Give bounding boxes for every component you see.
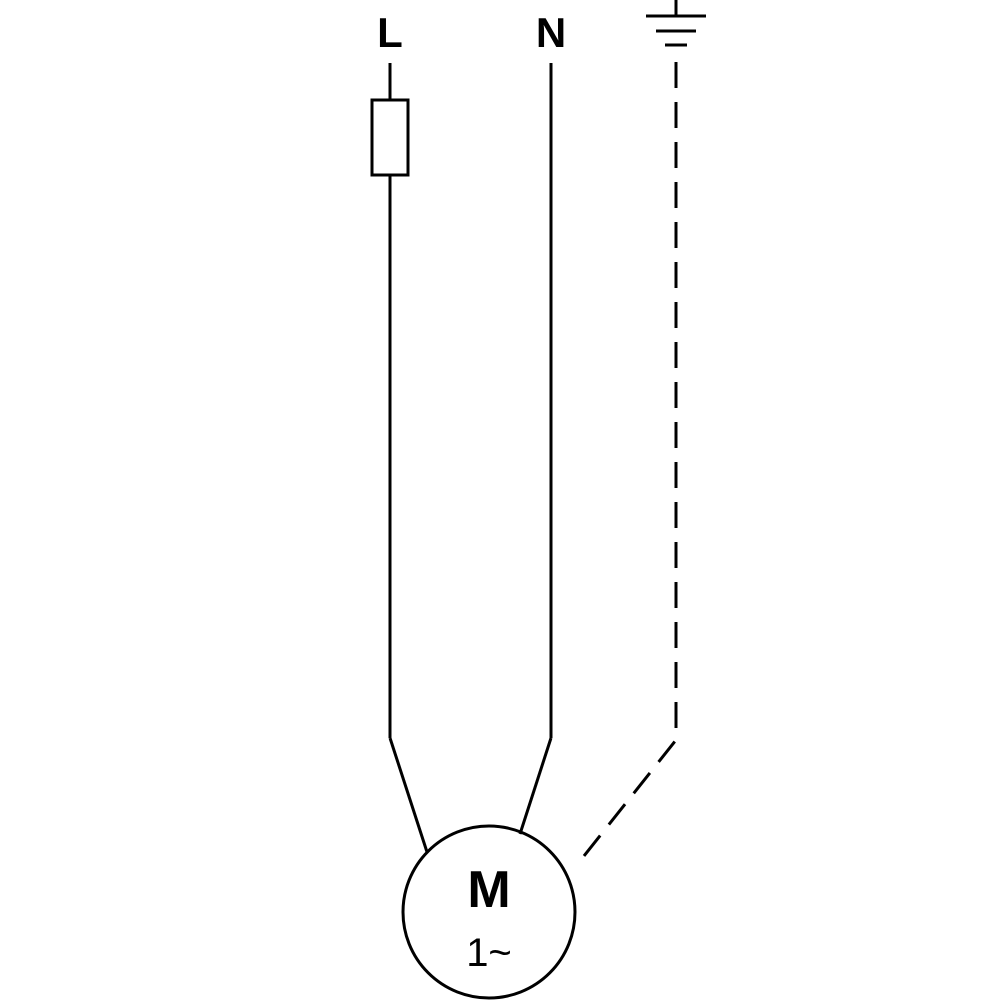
terminal-label-l: L xyxy=(377,9,403,56)
neutral-wire xyxy=(518,63,553,835)
fuse-icon xyxy=(370,98,410,177)
motor-phase-label: 1~ xyxy=(466,931,512,975)
motor-label: M xyxy=(467,861,510,919)
ground-icon xyxy=(646,0,706,47)
earth-wire xyxy=(574,62,678,867)
motor-symbol xyxy=(401,824,577,1000)
line-wire xyxy=(388,63,429,853)
terminal-label-n: N xyxy=(536,9,566,56)
